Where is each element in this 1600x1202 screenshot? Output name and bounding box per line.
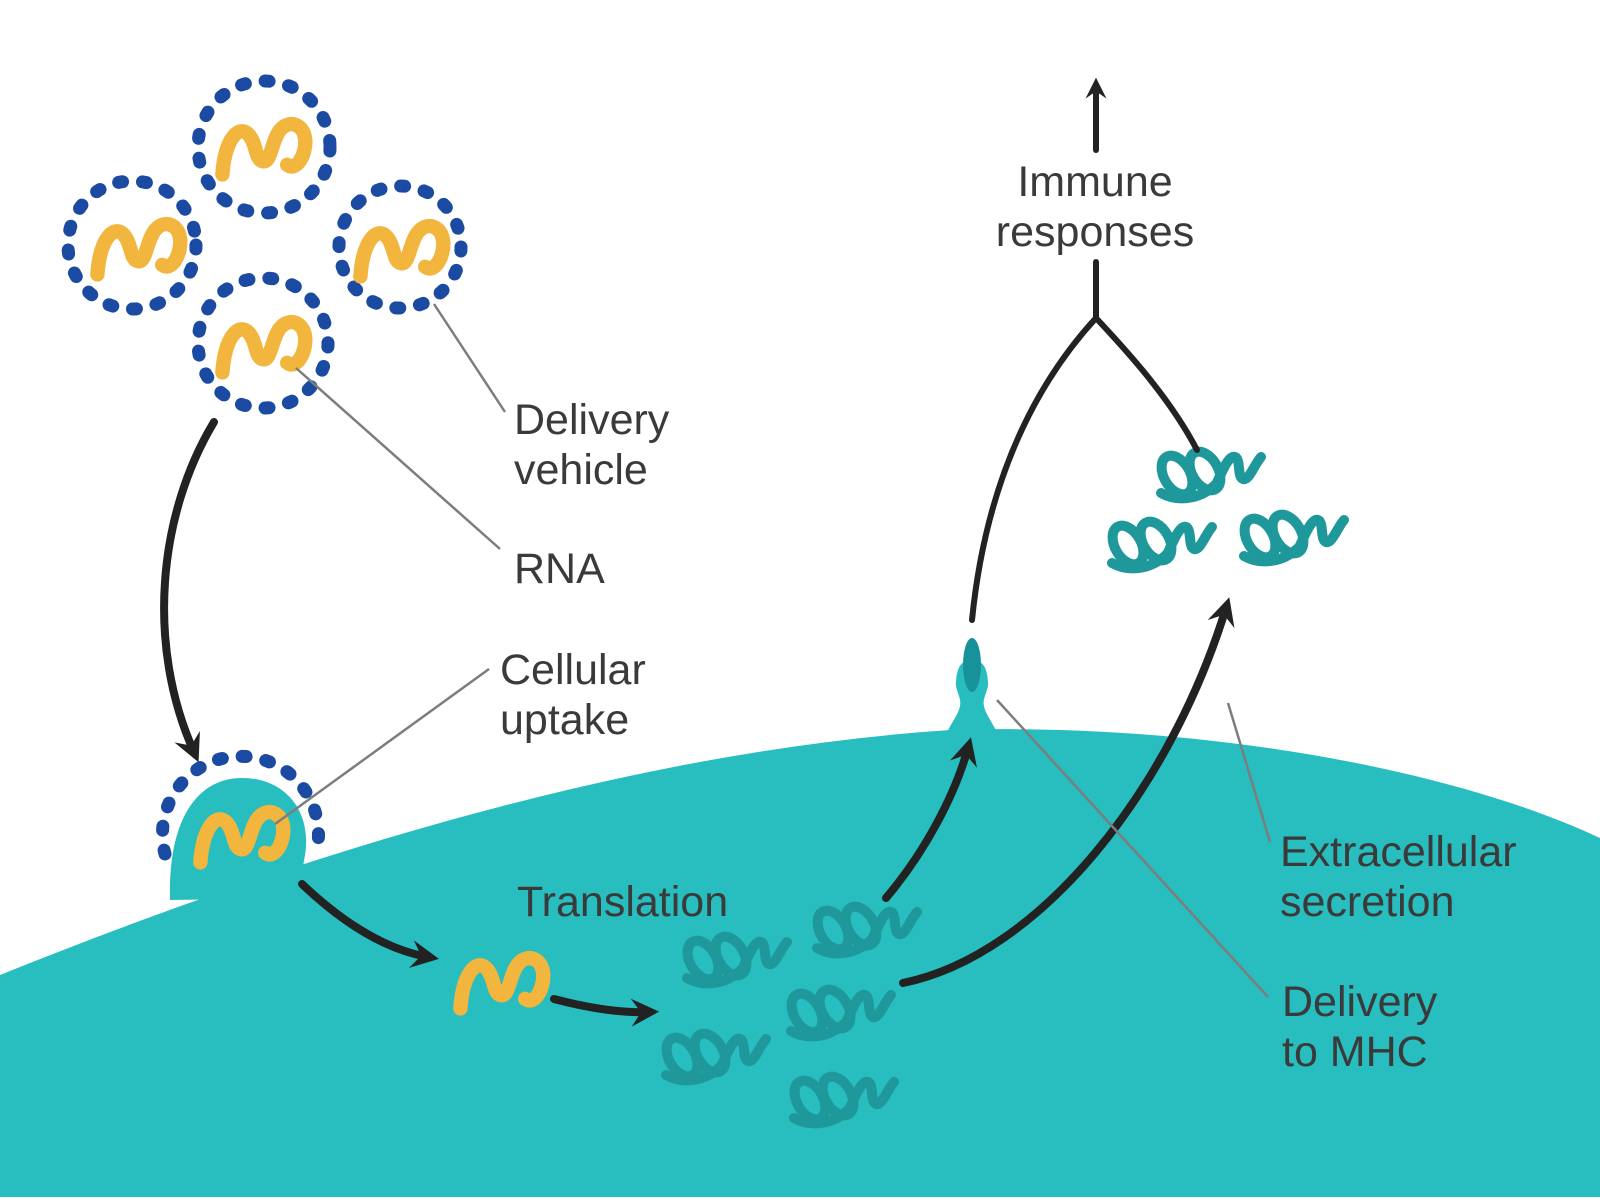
convergence-left-branch bbox=[969, 315, 1099, 623]
label-immune-responses: Immune bbox=[1017, 158, 1172, 206]
label-delivery-to-mhc: to MHC bbox=[1282, 1028, 1428, 1076]
label-extracellular-secretion: secretion bbox=[1280, 878, 1454, 926]
delivery-vehicle-icon bbox=[191, 74, 337, 220]
protein-icon bbox=[1155, 446, 1261, 499]
label-translation: Translation bbox=[517, 878, 728, 926]
rna-icon bbox=[222, 322, 305, 372]
rna-icon bbox=[222, 124, 305, 174]
pointer-rna bbox=[295, 367, 501, 550]
delivery-vehicle-icon bbox=[191, 271, 335, 415]
endosome-release-arrow bbox=[298, 880, 440, 968]
label-rna: RNA bbox=[514, 545, 605, 593]
label-cellular-uptake: uptake bbox=[500, 696, 629, 744]
label-delivery-vehicle: vehicle bbox=[514, 446, 648, 494]
uptake-arrow bbox=[160, 418, 218, 763]
pointer-delivery-to-mhc bbox=[996, 699, 1269, 998]
labels: Delivery vehicle RNA Cellular uptake Tra… bbox=[500, 158, 1517, 1076]
immune-response-lines bbox=[969, 77, 1200, 623]
convergence-right-branch bbox=[1093, 315, 1200, 453]
rna-icon bbox=[360, 226, 443, 276]
delivery-vehicle-icon bbox=[61, 174, 203, 316]
rna-icon bbox=[97, 224, 180, 274]
protein-icon bbox=[1106, 516, 1212, 569]
pointer-extracellular-secretion bbox=[1226, 702, 1272, 843]
delivery-vehicle-icon bbox=[332, 179, 468, 315]
mhc-peptide bbox=[963, 638, 981, 692]
pointer-cellular-uptake bbox=[274, 667, 490, 826]
mhc-complex bbox=[944, 660, 1000, 739]
label-immune-responses: responses bbox=[996, 208, 1194, 256]
translation-arrow bbox=[550, 995, 660, 1027]
cell-body bbox=[0, 729, 1600, 1197]
label-extracellular-secretion: Extracellular bbox=[1280, 828, 1517, 876]
label-delivery-vehicle: Delivery bbox=[514, 396, 670, 444]
process-arrows bbox=[160, 418, 1235, 1027]
delivery-to-mhc-arrow bbox=[882, 737, 978, 902]
label-delivery-to-mhc: Delivery bbox=[1282, 978, 1438, 1026]
label-cellular-uptake: Cellular bbox=[500, 646, 646, 694]
vesicle-membranes bbox=[61, 74, 468, 861]
protein-icon bbox=[1238, 509, 1344, 562]
secretion-arrow bbox=[899, 597, 1235, 987]
pointer-delivery-vehicle bbox=[432, 303, 507, 413]
pointer-lines bbox=[274, 303, 1272, 998]
